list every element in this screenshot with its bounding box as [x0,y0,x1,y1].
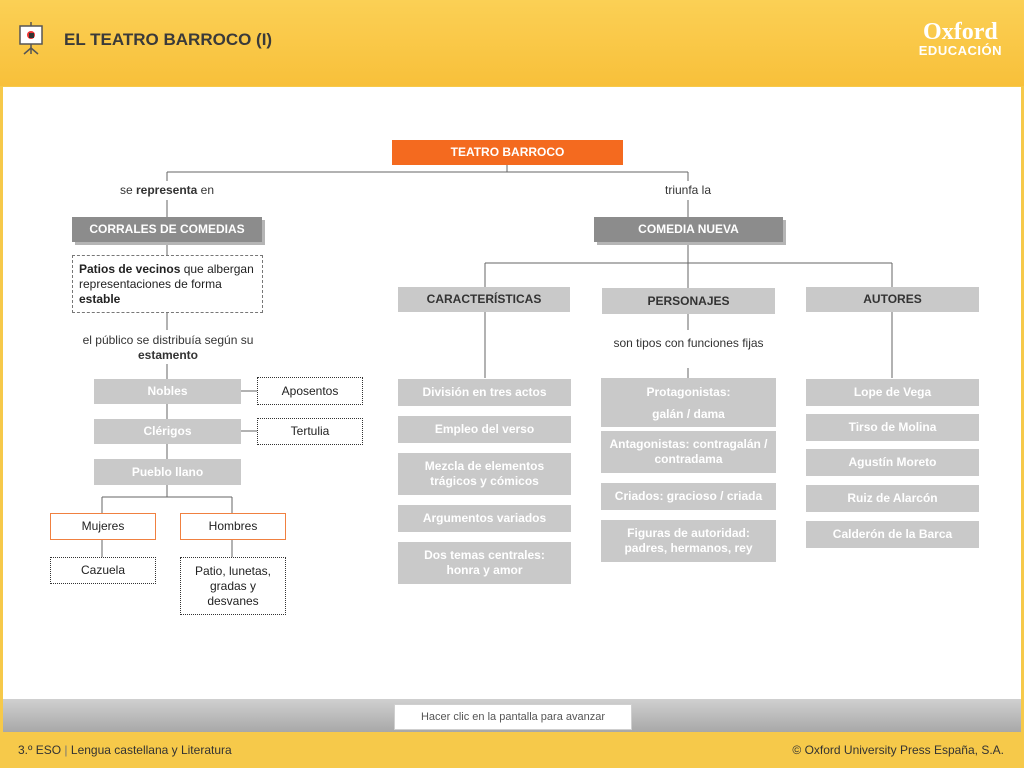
footer-separator: | [64,743,68,757]
link-representa-post: en [197,183,215,197]
advance-button[interactable]: Hacer clic en la pantalla para avanzar [394,704,632,730]
node-nobles: Nobles [94,379,241,404]
link-triunfa: triunfa la [664,183,712,197]
presentation-board-icon [19,22,43,55]
node-teatro-barroco: TEATRO BARROCO [392,140,623,165]
footer-course: 3.º ESO | Lengua castellana y Literatura [18,743,232,757]
page-title: EL TEATRO BARROCO (I) [64,30,273,49]
autor-item-alarcon: Ruiz de Alarcón [806,485,979,512]
caracteristica-item-2: Empleo del verso [398,416,571,443]
autor-item-calderon: Calderón de la Barca [806,521,979,548]
autor-item-lope: Lope de Vega [806,379,979,406]
personaje-item-antagonistas: Antagonistas: contragalán / contradama [601,431,776,473]
node-mujeres: Mujeres [50,513,156,540]
link-publico: el público se distribuía según su estame… [78,333,258,363]
caracteristica-item-3: Mezcla de elementos trágicos y cómicos [398,453,571,495]
link-representa: se representa en [92,183,242,198]
caracteristica-item-4: Argumentos variados [398,505,571,532]
footer-course-level: 3.º ESO [18,743,62,757]
link-representa-bold: representa [135,183,198,197]
link-representa-pre: se [119,183,136,197]
node-autores: AUTORES [806,287,979,312]
footer-subject: Lengua castellana y Literatura [70,743,232,757]
caracteristica-item-5: Dos temas centrales: honra y amor [398,542,571,584]
node-comedia-nueva: COMEDIA NUEVA [594,217,783,242]
node-hombres: Hombres [180,513,286,540]
node-corrales: CORRALES DE COMEDIAS [72,217,262,242]
node-aposentos: Aposentos [257,377,363,405]
protagonistas-roles: galán / dama [652,406,725,421]
patios-text: que albergan representaciones de forma [79,261,254,291]
autor-item-tirso: Tirso de Molina [806,414,979,441]
brand-name: Oxford [923,19,998,45]
node-patio-lunetas: Patio, lunetas, gradas y desvanes [180,557,286,615]
node-cazuela: Cazuela [50,557,156,584]
personaje-item-criados: Criados: gracioso / criada [601,483,776,510]
footer-copyright: © Oxford University Press España, S.A. [792,743,1004,757]
node-caracteristicas: CARACTERÍSTICAS [398,287,570,312]
protagonistas-label: Protagonistas: [646,384,731,399]
brand-logo: Oxford EDUCACIÓN [919,20,1002,58]
header-bar: EL TEATRO BARROCO (I) Oxford EDUCACIÓN [0,0,1024,86]
node-personajes: PERSONAJES [602,288,775,314]
patios-bold-1: Patios de vecinos [79,261,181,276]
caracteristica-item-1: División en tres actos [398,379,571,406]
patios-bold-2: estable [79,291,121,306]
publico-bold: estamento [137,348,199,362]
node-tertulia: Tertulia [257,418,363,445]
personaje-item-autoridad: Figuras de autoridad: padres, hermanos, … [601,520,776,562]
brand-subtitle: EDUCACIÓN [918,43,1002,58]
node-clerigos: Clérigos [94,419,241,444]
node-pueblo-llano: Pueblo llano [94,459,241,485]
autor-item-moreto: Agustín Moreto [806,449,979,476]
publico-text: el público se distribuía según su [82,333,254,347]
link-tipos: son tipos con funciones fijas [613,336,764,350]
node-patios: Patios de vecinos que albergan represent… [72,255,263,313]
personaje-item-protagonistas: Protagonistas: galán / dama [601,378,776,427]
